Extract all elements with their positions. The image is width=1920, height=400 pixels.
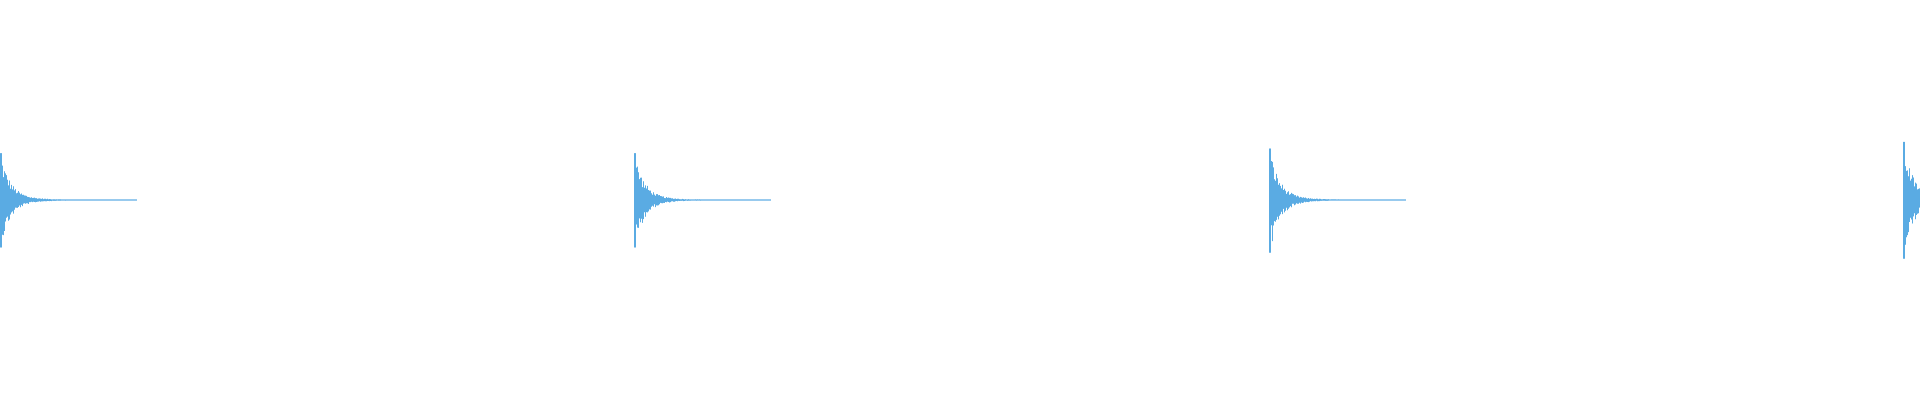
- waveform-hit-1: [0, 153, 137, 248]
- waveform-hit-4: [1903, 141, 1920, 259]
- waveform-hit-2: [634, 153, 771, 248]
- waveform-hits: [0, 141, 1920, 259]
- waveform-hit-3: [1269, 148, 1406, 253]
- waveform-hit-path: [1269, 148, 1406, 253]
